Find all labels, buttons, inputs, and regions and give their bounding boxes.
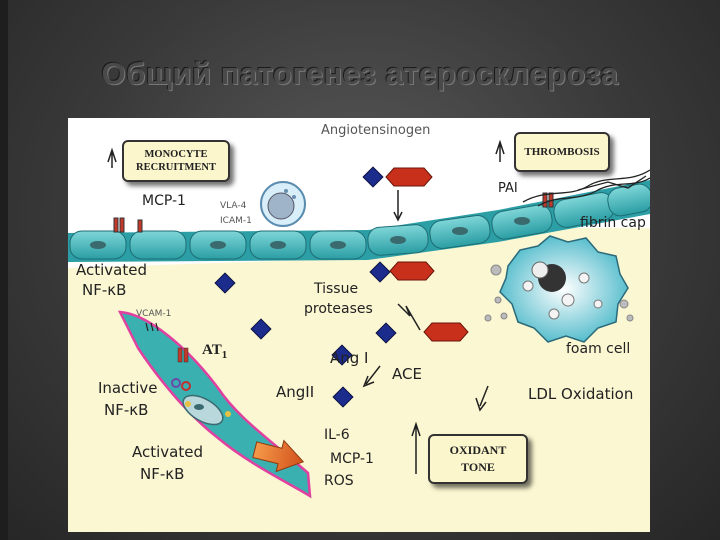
inactive-nfkb-line2: NF-κB xyxy=(104,402,148,419)
icam1-label: ICAM-1 xyxy=(220,217,252,227)
monocyte-recruitment-box: MONOCYTE RECRUITMENT xyxy=(122,140,230,182)
ace-label: ACE xyxy=(392,366,422,383)
at1-label: AT1 xyxy=(202,342,227,361)
inactive-nfkb-line1: Inactive xyxy=(98,380,158,397)
activated-nfkb-top-line2: NF-κB xyxy=(82,282,126,299)
monocyte-box-line2: RECRUITMENT xyxy=(124,161,228,174)
at1-subscript: 1 xyxy=(222,349,228,361)
foam-cell-label: foam cell xyxy=(566,342,630,357)
tissue-proteases-line2: proteases xyxy=(304,302,373,317)
pai-label: PAI xyxy=(498,182,518,196)
angiotensinogen-label: Angiotensinogen xyxy=(321,124,430,138)
ros-label: ROS xyxy=(324,474,354,489)
fibrin-cap-label: fibrin cap xyxy=(580,216,646,231)
activated-nfkb-bottom-line2: NF-κB xyxy=(140,466,184,483)
angii-label: AngII xyxy=(276,384,314,401)
at1-text: AT xyxy=(202,342,222,358)
thrombosis-box-label: THROMBOSIS xyxy=(516,146,608,158)
oxidant-box-line2: TONE xyxy=(430,459,526,476)
monocyte-cell xyxy=(261,182,305,226)
vcam1-label: VCAM-1 xyxy=(136,310,171,320)
mcp1-top-label: MCP-1 xyxy=(142,194,186,209)
oxidant-box-line1: OXIDANT xyxy=(430,442,526,459)
mcp1-bottom-label: MCP-1 xyxy=(330,452,374,467)
il6-label: IL-6 xyxy=(324,428,350,443)
ldl-oxidation-label: LDL Oxidation xyxy=(528,386,633,403)
vla4-label: VLA-4 xyxy=(220,202,246,212)
activated-nfkb-bottom-line1: Activated xyxy=(132,444,203,461)
slide-title: Общий патогенез атеросклероза xyxy=(0,56,720,92)
ang1-label: Ang I xyxy=(330,350,368,367)
monocyte-box-line1: MONOCYTE xyxy=(124,148,228,161)
atherosclerosis-diagram: MONOCYTE RECRUITMENT THROMBOSIS OXIDANT … xyxy=(68,118,650,532)
oxidant-tone-box: OXIDANT TONE xyxy=(428,434,528,484)
tissue-proteases-line1: Tissue xyxy=(314,282,358,297)
activated-nfkb-top-line1: Activated xyxy=(76,262,147,279)
thrombosis-box: THROMBOSIS xyxy=(514,132,610,172)
